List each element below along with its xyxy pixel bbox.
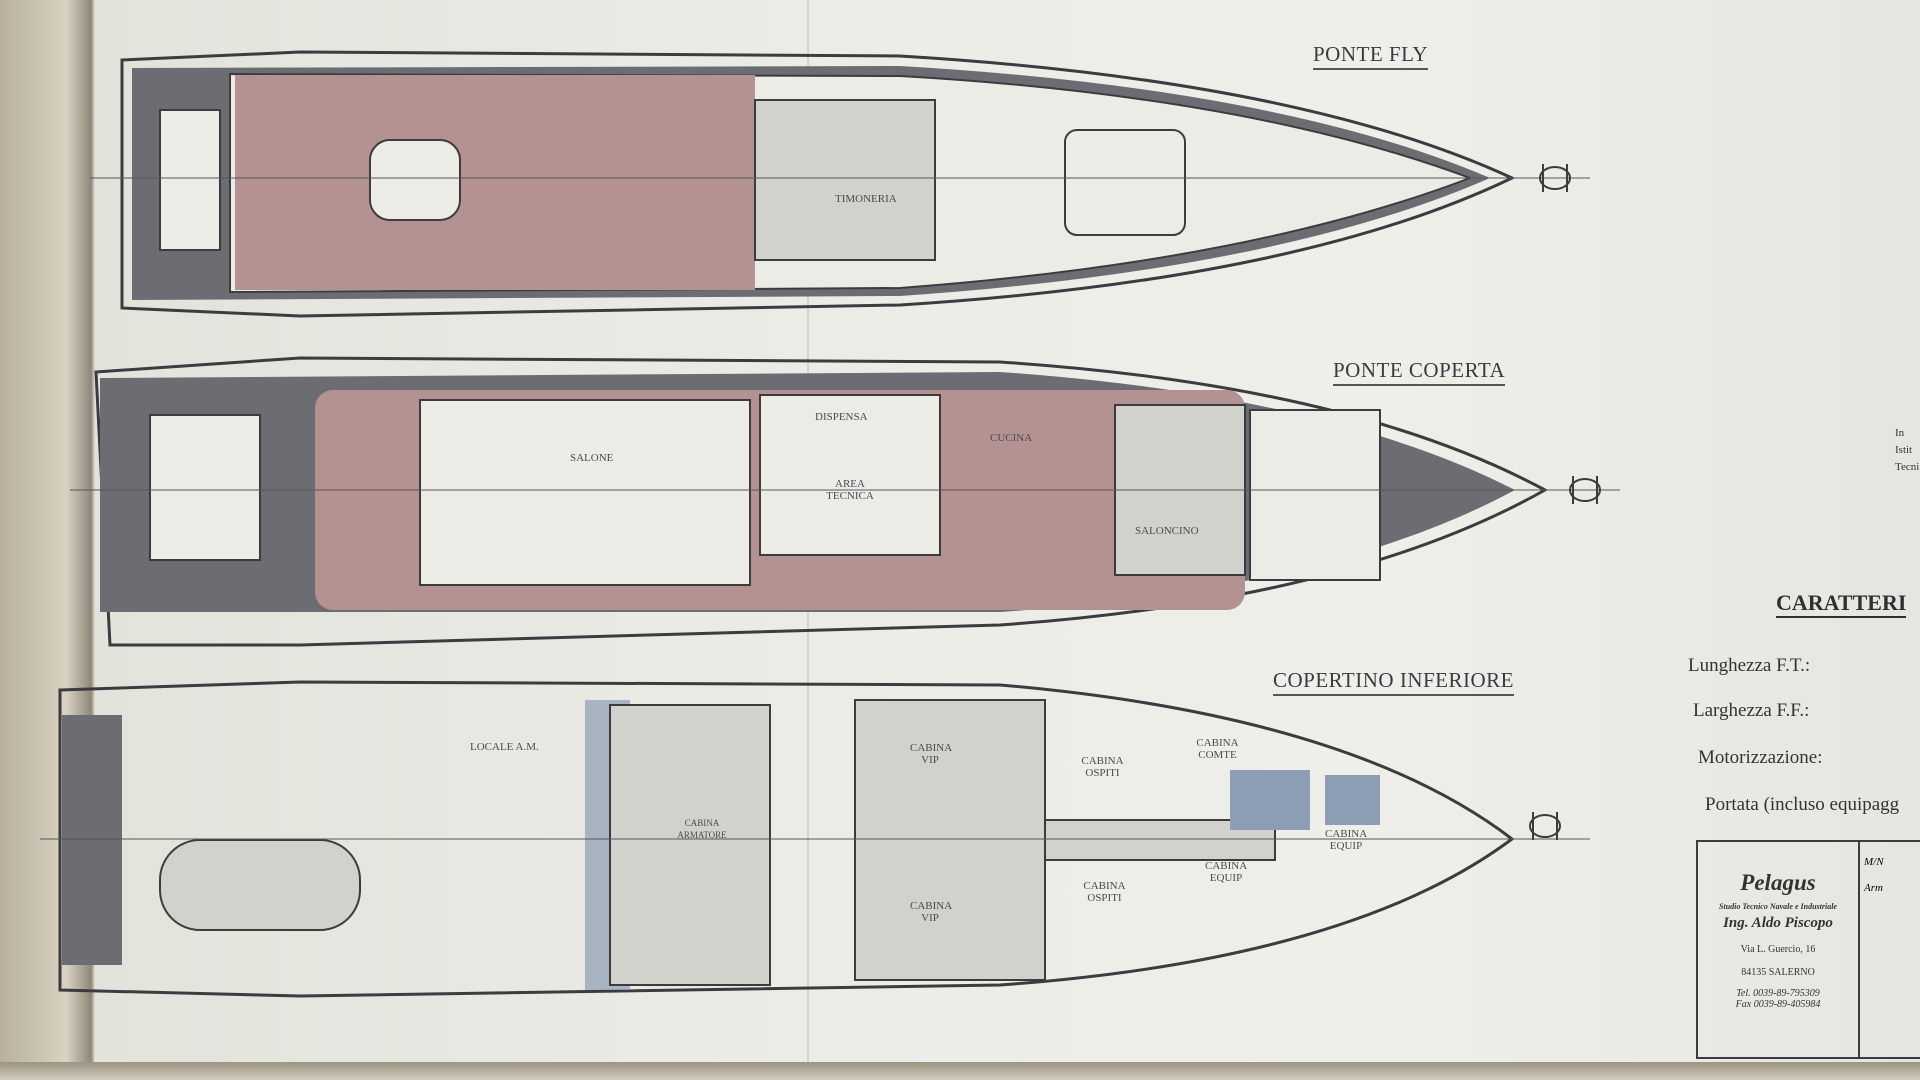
room-label: SALONCINO <box>1135 525 1199 537</box>
room-label: SALONE <box>570 452 614 464</box>
room-label: CABINA ARMATORE <box>677 818 727 840</box>
title-block-side-label: Arm <box>1864 882 1883 894</box>
room-label: LOCALE A.M. <box>470 741 539 753</box>
company-subtitle: Studio Tecnico Navale e Industriale <box>1719 902 1837 911</box>
picture-frame-bottom <box>0 1062 1920 1080</box>
deck-ponte-coperta <box>70 356 1620 647</box>
deck-ponte-fly <box>90 50 1590 318</box>
company-name: Pelagus <box>1740 870 1816 895</box>
spec-beam: Larghezza F.F.: <box>1693 700 1810 721</box>
compass-symbol <box>1529 812 1561 840</box>
salone-furniture <box>419 399 751 586</box>
partial-text-line: In <box>1895 427 1905 439</box>
room-label: CUCINA <box>990 432 1033 444</box>
room-label: CABINA VIP <box>910 742 953 766</box>
room-label: CABINA EQUIP <box>1325 828 1368 852</box>
compass-symbol <box>1539 164 1571 192</box>
deck-title-copertino-inferiore: COPERTINO INFERIORE <box>1273 668 1514 696</box>
deck-title-ponte-coperta: PONTE COPERTA <box>1333 358 1506 386</box>
specs-heading: CARATTERI <box>1776 590 1907 618</box>
partial-text-line: Tecni <box>1895 461 1920 473</box>
partial-text-line: Istit <box>1895 444 1913 456</box>
room-label: CABINA OSPITI <box>1081 755 1124 779</box>
title-block-side-label: M/N <box>1864 856 1884 868</box>
room-label: CABINA COMTE <box>1196 737 1239 761</box>
stern-garage-door <box>62 715 122 965</box>
helm-area <box>754 99 936 261</box>
compass-symbol <box>1569 476 1601 504</box>
cabina-armatore-area <box>609 704 771 986</box>
room-label: CABINA VIP <box>910 900 953 924</box>
room-label: AREA TECNICA <box>826 478 874 502</box>
address: Via L. Guercio, 16 <box>1740 944 1816 955</box>
city: 84135 SALERNO <box>1741 967 1815 978</box>
tender <box>159 839 361 931</box>
engineer-name: Ing. Aldo Piscopo <box>1723 915 1833 931</box>
jacuzzi <box>369 139 461 221</box>
vip-cabins-area <box>854 699 1046 981</box>
room-label: CABINA EQUIP <box>1205 860 1248 884</box>
spec-engines: Motorizzazione: <box>1698 747 1823 768</box>
spec-length: Lunghezza F.T.: <box>1688 655 1811 676</box>
deck-copertino-inferiore <box>40 680 1590 998</box>
room-label: TIMONERIA <box>835 193 897 205</box>
telephone: Tel. 0039-89-795309 <box>1736 988 1820 999</box>
sunpad <box>1064 129 1186 236</box>
fax: Fax 0039-89-405984 <box>1735 999 1821 1010</box>
room-label: DISPENSA <box>815 411 868 423</box>
title-block: Pelagus Studio Tecnico Navale e Industri… <box>1696 840 1920 1059</box>
teak-area <box>235 75 755 290</box>
deck-title-ponte-fly: PONTE FLY <box>1313 42 1428 70</box>
partial-text: In Istit Tecni <box>1895 425 1919 476</box>
room-label: CABINA OSPITI <box>1083 880 1126 904</box>
spec-capacity: Portata (incluso equipagg <box>1705 794 1900 815</box>
